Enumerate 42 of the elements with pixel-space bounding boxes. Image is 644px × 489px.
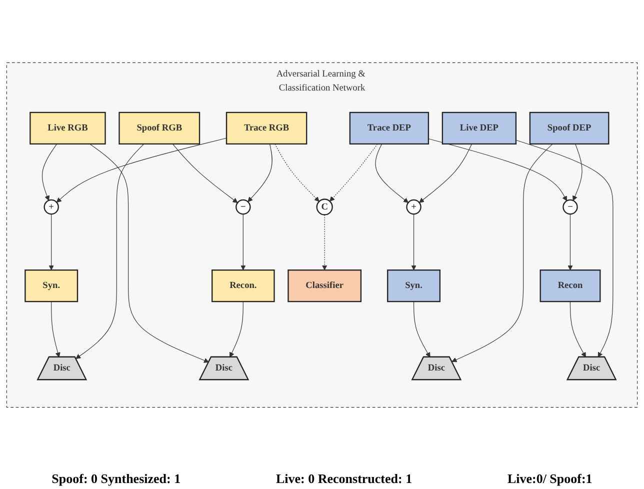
note-text: Spoof: 0 Synthesized: 1: [52, 471, 181, 487]
node-box: Live DEP: [442, 111, 517, 144]
arrow: [419, 143, 472, 202]
note-text: Live:0/ Spoof:1: [507, 471, 592, 487]
arrow: [330, 143, 378, 202]
node-box: Syn.: [387, 269, 440, 302]
node-box: Trace DEP: [349, 111, 430, 144]
arrow: [89, 143, 210, 362]
node-circle: −: [562, 198, 578, 214]
node-circle: +: [406, 198, 422, 214]
arrow: [428, 138, 568, 201]
arrow: [568, 213, 573, 270]
arrow: [42, 143, 58, 200]
arrow: [274, 143, 320, 202]
node-box: Spoof RGB: [118, 111, 200, 144]
arrow: [516, 139, 614, 357]
arrow: [572, 143, 582, 200]
arrow: [413, 300, 430, 357]
arrow: [56, 137, 227, 202]
node-box: Syn.: [24, 269, 78, 302]
node-circle: −: [236, 198, 251, 214]
arrow: [411, 213, 416, 270]
arrow: [76, 143, 144, 359]
arrow: [230, 300, 244, 357]
arrow: [570, 300, 586, 357]
node-box: Trace RGB: [226, 111, 308, 144]
arrow: [322, 214, 328, 270]
arrow: [240, 213, 246, 270]
node-box: Recon.: [212, 269, 275, 302]
node-box: Live RGB: [30, 111, 106, 144]
note-text: Live: 0 Reconstructed: 1: [276, 471, 412, 487]
node-box: Recon: [540, 269, 601, 302]
node-circle: C: [316, 198, 333, 215]
arrow: [248, 143, 272, 202]
arrow: [172, 143, 238, 203]
arrow: [452, 143, 553, 362]
arrow: [375, 143, 408, 202]
arrow: [48, 213, 54, 270]
node-box: Spoof DEP: [529, 111, 610, 144]
node-circle: +: [44, 198, 59, 214]
node-box: Classifier: [288, 269, 362, 302]
arrow: [51, 300, 60, 357]
